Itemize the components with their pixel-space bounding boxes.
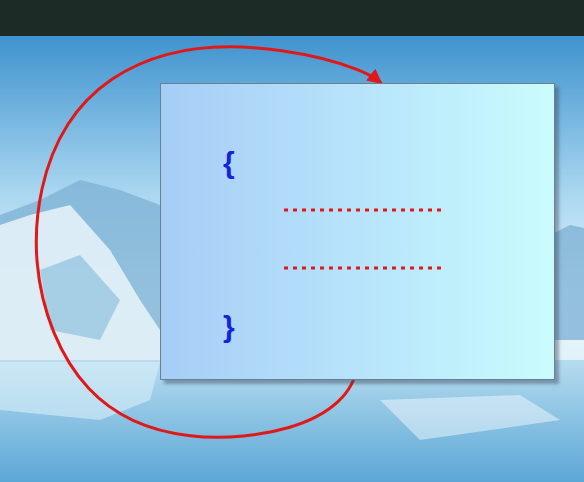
reflection: [0, 362, 160, 420]
code-line: [284, 209, 446, 212]
brace: {: [223, 148, 235, 178]
glacier: [0, 205, 160, 360]
sky: [0, 36, 584, 482]
code-line: [284, 267, 446, 270]
ice-shadow: [40, 255, 120, 340]
code-block: {}: [160, 83, 555, 380]
mountain: [0, 180, 160, 360]
top-bar: [0, 0, 584, 36]
brace: }: [223, 312, 235, 342]
reflection: [380, 395, 560, 440]
